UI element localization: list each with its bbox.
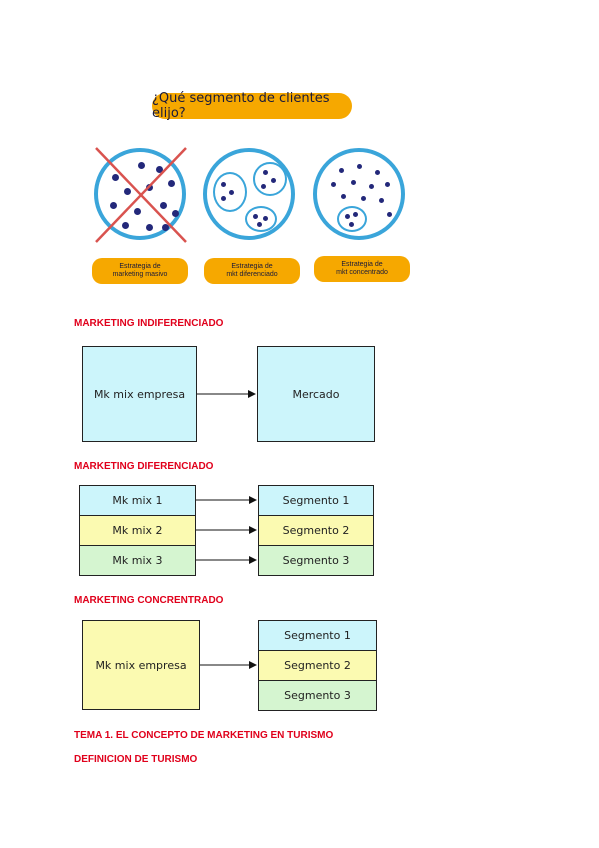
mk-mix-empresa-box-2: Mk mix empresa [82, 620, 200, 710]
segmento-1-box: Segmento 1 [258, 485, 374, 516]
mk-mix-3-box: Mk mix 3 [79, 545, 196, 576]
segmento-2-box: Segmento 2 [258, 515, 374, 546]
definicion-title: DEFINICION DE TURISMO [74, 754, 198, 765]
mk-mix-1-box: Mk mix 1 [79, 485, 196, 516]
segmento-3-box: Segmento 3 [258, 545, 374, 576]
strategy-label-concentrated: Estrategia de mkt concentrado [314, 256, 410, 282]
question-text: ¿Qué segmento de clientes elijo? [152, 91, 330, 121]
cross-out-icon [95, 147, 187, 243]
segmento-2-box-2: Segmento 2 [258, 650, 377, 681]
segmento-1-box-2: Segmento 1 [258, 620, 377, 651]
concentrated-circle [313, 148, 405, 240]
question-banner: ¿Qué segmento de clientes elijo? [152, 91, 352, 121]
segmento-3-box-2: Segmento 3 [258, 680, 377, 711]
strategy-label-mass: Estrategia de marketing masivo [92, 258, 188, 284]
section-title-concentrado: MARKETING CONCRENTRADO [74, 595, 224, 606]
section-title-indiferenciado: MARKETING INDIFERENCIADO [74, 318, 224, 329]
mercado-box: Mercado [257, 346, 375, 442]
strategy-label-differentiated: Estrategia de mkt diferenciado [204, 258, 300, 284]
mass-market-circle [94, 148, 186, 240]
differentiated-circle [203, 148, 295, 240]
mk-mix-empresa-box: Mk mix empresa [82, 346, 197, 442]
tema-title: TEMA 1. EL CONCEPTO DE MARKETING EN TURI… [74, 730, 334, 741]
section-title-diferenciado: MARKETING DIFERENCIADO [74, 461, 214, 472]
